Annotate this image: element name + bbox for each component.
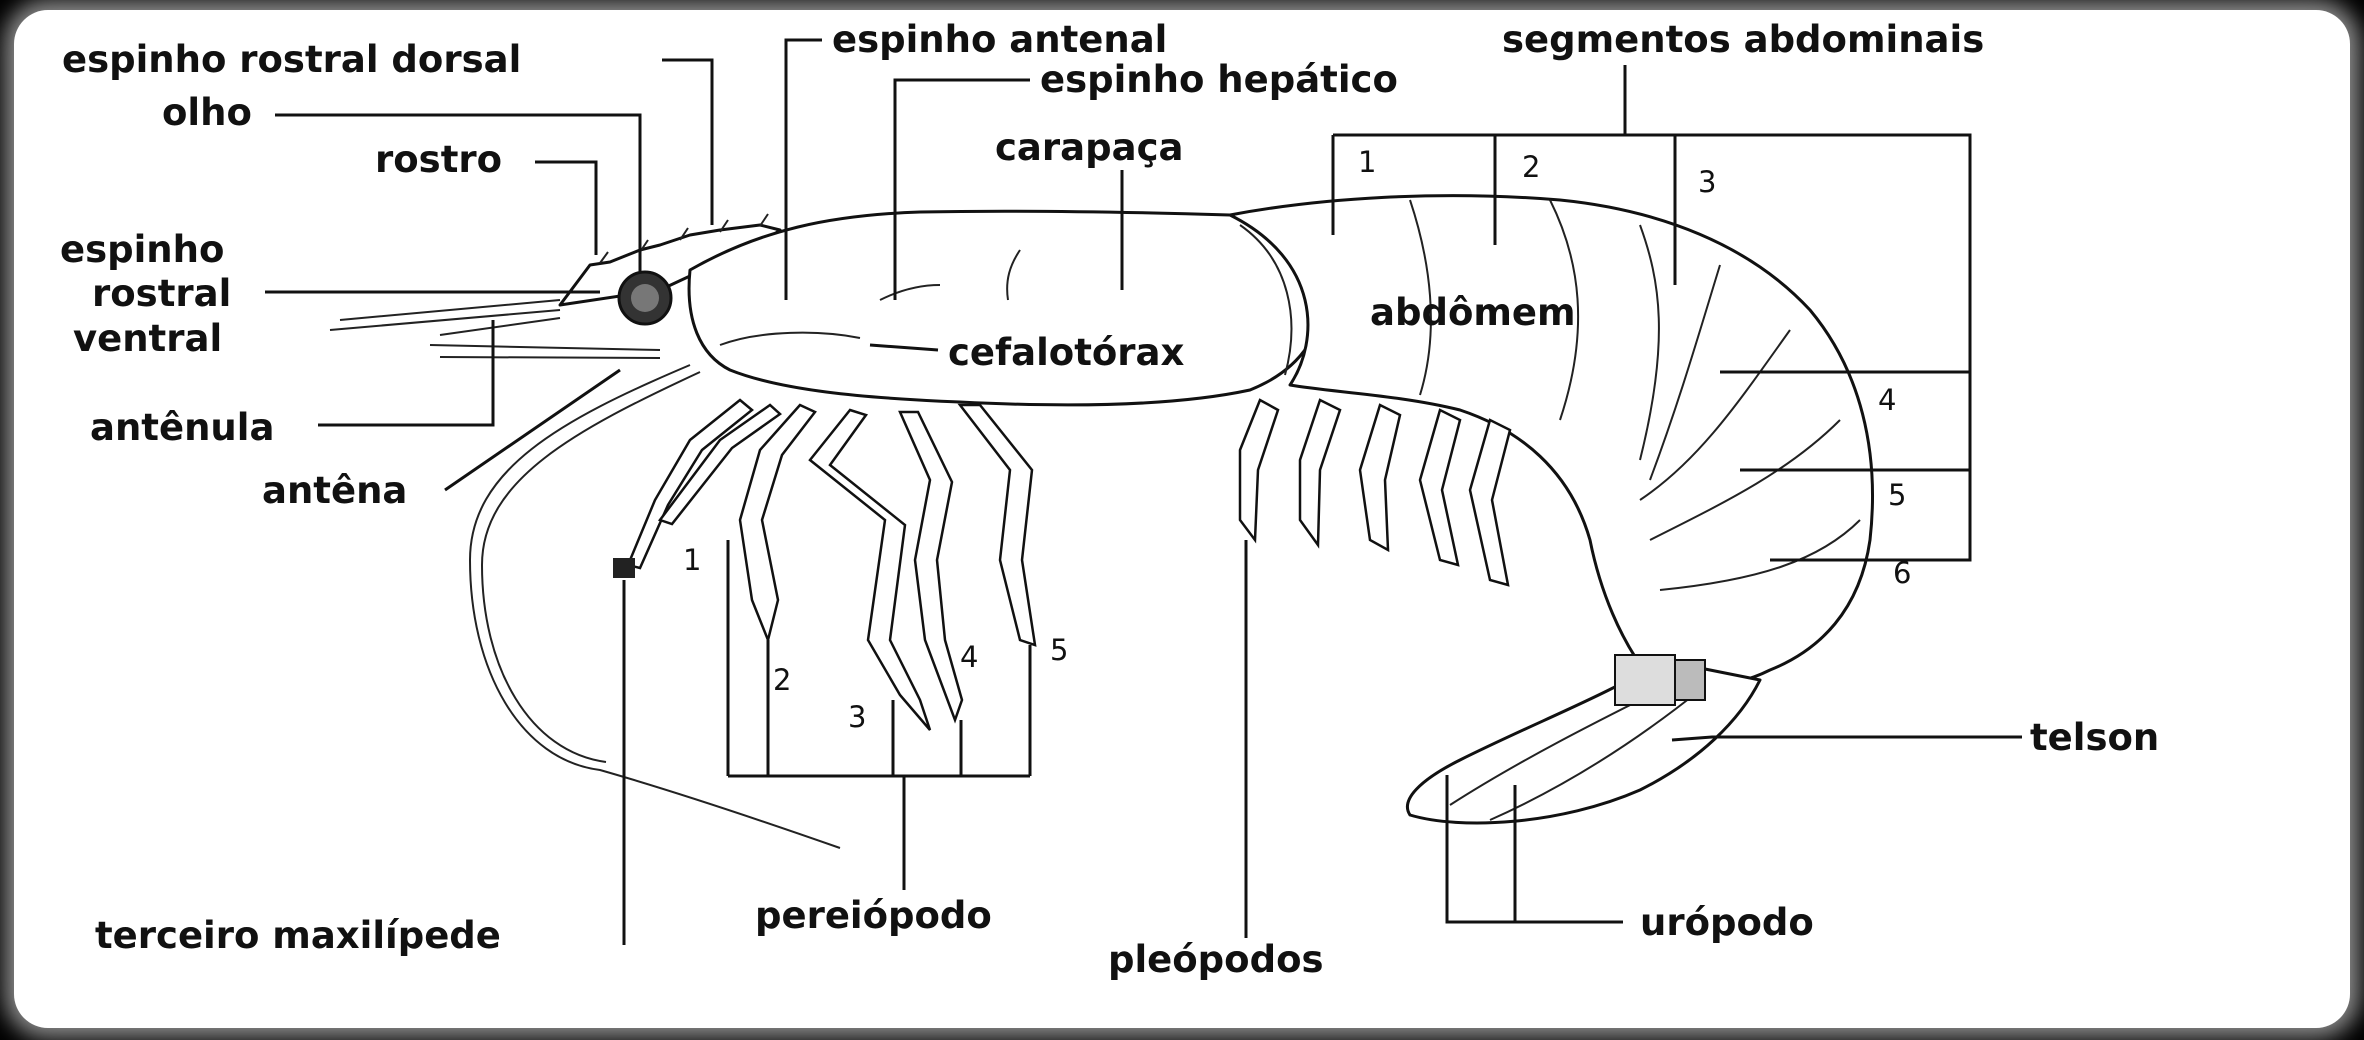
- label-pereiopodo: pereiópodo: [755, 894, 992, 937]
- label-cefalotorax: cefalotórax: [948, 331, 1185, 374]
- label-rostro: rostro: [375, 138, 502, 181]
- label-espinho-rostral-dorsal: espinho rostral dorsal: [62, 38, 521, 81]
- pereiopod-number-3: 3: [848, 700, 866, 734]
- label-abdomem: abdômem: [1370, 291, 1576, 334]
- pereiopod-number-4: 4: [960, 640, 978, 674]
- pereiopods: [660, 405, 1035, 730]
- label-segmentos-abdominais: segmentos abdominais: [1502, 18, 1984, 61]
- pleopods: [1240, 400, 1510, 585]
- label-espinho-antenal: espinho antenal: [832, 18, 1167, 61]
- pereiopod-number-5: 5: [1050, 633, 1068, 667]
- segment-number-1: 1: [1358, 145, 1376, 179]
- carapace: [689, 211, 1322, 405]
- label-rostral: rostral: [92, 272, 231, 315]
- pereiopod-number-1: 1: [683, 543, 701, 577]
- segment-number-4: 4: [1878, 383, 1896, 417]
- segment-number-5: 5: [1888, 478, 1906, 512]
- segment-number-3: 3: [1698, 165, 1716, 199]
- label-antenula: antênula: [90, 406, 274, 449]
- segment-number-6: 6: [1893, 556, 1911, 590]
- label-pleopodos: pleópodos: [1108, 938, 1324, 981]
- pereiopod-number-2: 2: [773, 663, 791, 697]
- label-uropodo: urópodo: [1640, 901, 1814, 944]
- label-terceiro-maxilipede: terceiro maxilípede: [95, 914, 501, 957]
- label-espinho: espinho: [60, 228, 224, 271]
- segment-number-2: 2: [1522, 150, 1540, 184]
- antennule-flagellum: [330, 300, 560, 335]
- label-olho: olho: [162, 91, 252, 134]
- label-carapaca: carapaça: [995, 126, 1183, 169]
- label-ventral: ventral: [73, 317, 222, 360]
- label-espinho-hepatico: espinho hepático: [1040, 58, 1398, 101]
- label-telson: telson: [2030, 716, 2159, 759]
- label-antena: antêna: [262, 469, 407, 512]
